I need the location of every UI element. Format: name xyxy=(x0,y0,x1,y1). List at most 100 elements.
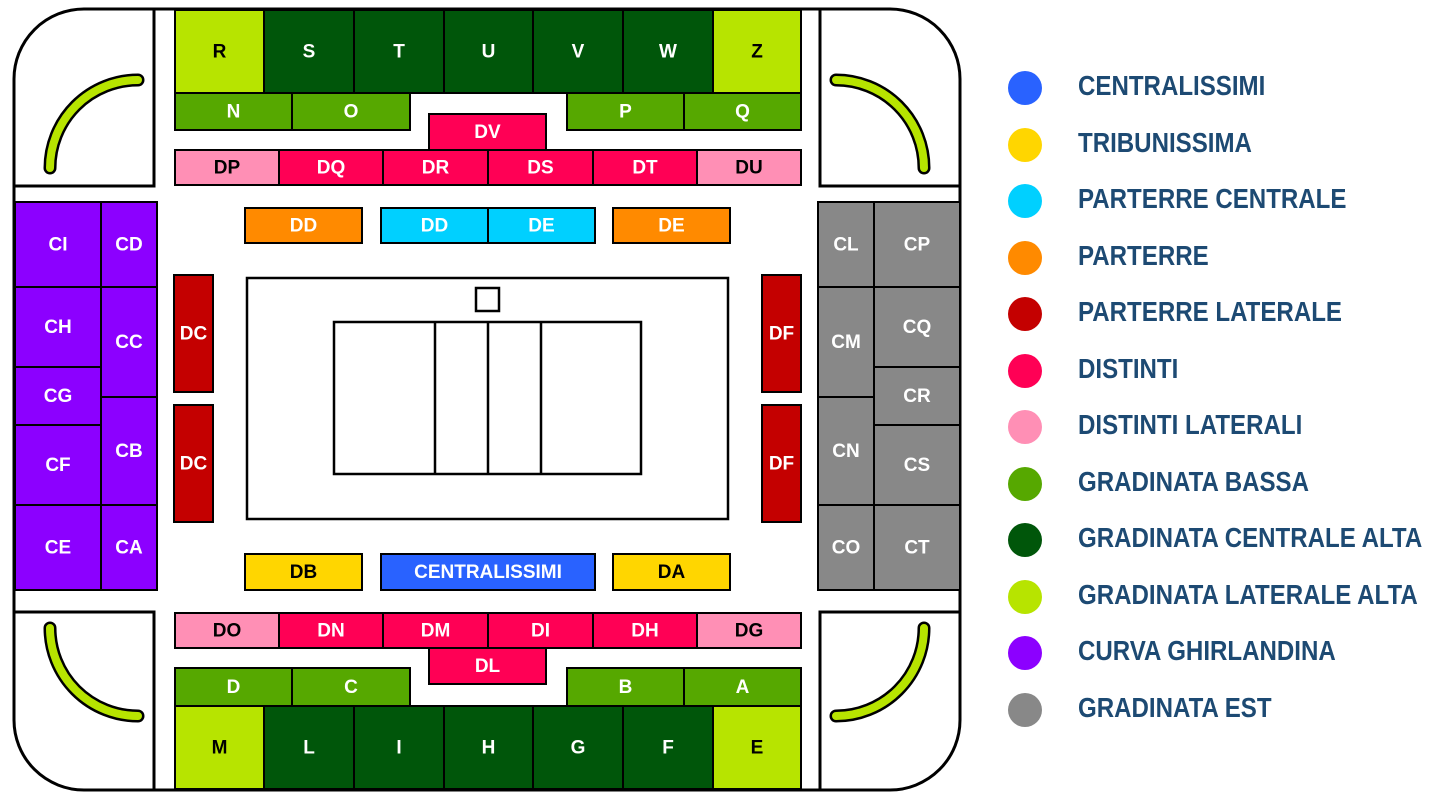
section-g[interactable]: G xyxy=(532,705,624,790)
section-dl[interactable]: DL xyxy=(428,647,547,685)
section-block[interactable] xyxy=(353,705,445,790)
section-e[interactable]: E xyxy=(712,705,802,790)
section-cl[interactable]: CL xyxy=(817,201,875,288)
section-dq[interactable]: DQ xyxy=(278,149,384,186)
section-block[interactable] xyxy=(712,9,802,94)
section-block[interactable] xyxy=(14,286,102,368)
section-cf[interactable]: CF xyxy=(14,424,102,506)
section-block[interactable] xyxy=(873,424,961,506)
section-dg[interactable]: DG xyxy=(696,612,802,649)
section-block[interactable] xyxy=(683,92,802,131)
section-block[interactable] xyxy=(291,92,411,131)
section-c[interactable]: C xyxy=(291,667,411,707)
section-block[interactable] xyxy=(532,705,624,790)
section-block[interactable] xyxy=(443,705,534,790)
section-cb[interactable]: CB xyxy=(100,396,158,506)
section-block[interactable] xyxy=(291,667,411,707)
section-df[interactable]: DF xyxy=(761,404,802,523)
section-block[interactable] xyxy=(683,667,802,707)
section-de[interactable]: DE xyxy=(487,207,596,244)
section-block[interactable] xyxy=(428,647,547,685)
section-block[interactable] xyxy=(873,201,961,288)
section-block[interactable] xyxy=(380,207,489,244)
section-d[interactable]: D xyxy=(174,667,293,707)
section-cg[interactable]: CG xyxy=(14,366,102,426)
section-cn[interactable]: CN xyxy=(817,396,875,506)
section-block[interactable] xyxy=(380,553,596,591)
section-block[interactable] xyxy=(244,553,363,591)
section-dv[interactable]: DV xyxy=(428,113,547,151)
section-da[interactable]: DA xyxy=(612,553,731,591)
section-block[interactable] xyxy=(817,504,875,591)
section-block[interactable] xyxy=(612,553,731,591)
section-block[interactable] xyxy=(817,396,875,506)
section-cc[interactable]: CC xyxy=(100,286,158,398)
section-co[interactable]: CO xyxy=(817,504,875,591)
section-ca[interactable]: CA xyxy=(100,504,158,591)
section-m[interactable]: M xyxy=(174,705,265,790)
section-cd[interactable]: CD xyxy=(100,201,158,288)
section-do[interactable]: DO xyxy=(174,612,280,649)
section-dt[interactable]: DT xyxy=(592,149,698,186)
section-w[interactable]: W xyxy=(622,9,714,94)
section-z[interactable]: Z xyxy=(712,9,802,94)
section-block[interactable] xyxy=(592,149,698,186)
section-i[interactable]: I xyxy=(353,705,445,790)
section-block[interactable] xyxy=(612,207,731,244)
section-dn[interactable]: DN xyxy=(278,612,384,649)
section-f[interactable]: F xyxy=(622,705,714,790)
section-l[interactable]: L xyxy=(263,705,355,790)
section-ci[interactable]: CI xyxy=(14,201,102,288)
section-block[interactable] xyxy=(263,9,355,94)
section-block[interactable] xyxy=(14,201,102,288)
section-block[interactable] xyxy=(761,274,802,393)
section-dc[interactable]: DC xyxy=(173,404,214,523)
section-block[interactable] xyxy=(173,274,214,393)
section-a[interactable]: A xyxy=(683,667,802,707)
section-q[interactable]: Q xyxy=(683,92,802,131)
section-block[interactable] xyxy=(761,404,802,523)
section-di[interactable]: DI xyxy=(487,612,594,649)
section-block[interactable] xyxy=(174,612,280,649)
section-block[interactable] xyxy=(382,149,489,186)
section-dh[interactable]: DH xyxy=(592,612,698,649)
section-block[interactable] xyxy=(14,424,102,506)
section-b[interactable]: B xyxy=(566,667,685,707)
section-cr[interactable]: CR xyxy=(873,366,961,426)
section-block[interactable] xyxy=(566,667,685,707)
section-cp[interactable]: CP xyxy=(873,201,961,288)
section-df[interactable]: DF xyxy=(761,274,802,393)
section-ce[interactable]: CE xyxy=(14,504,102,591)
section-cm[interactable]: CM xyxy=(817,286,875,398)
section-p[interactable]: P xyxy=(566,92,685,131)
section-cq[interactable]: CQ xyxy=(873,286,961,368)
section-block[interactable] xyxy=(278,149,384,186)
section-dp[interactable]: DP xyxy=(174,149,280,186)
section-block[interactable] xyxy=(278,612,384,649)
section-block[interactable] xyxy=(100,396,158,506)
section-block[interactable] xyxy=(443,9,534,94)
section-block[interactable] xyxy=(173,404,214,523)
section-o[interactable]: O xyxy=(291,92,411,131)
section-de[interactable]: DE xyxy=(612,207,731,244)
section-h[interactable]: H xyxy=(443,705,534,790)
section-block[interactable] xyxy=(100,201,158,288)
section-block[interactable] xyxy=(174,705,265,790)
section-dr[interactable]: DR xyxy=(382,149,489,186)
section-block[interactable] xyxy=(244,207,363,244)
section-n[interactable]: N xyxy=(174,92,293,131)
section-cs[interactable]: CS xyxy=(873,424,961,506)
section-block[interactable] xyxy=(696,149,802,186)
section-db[interactable]: DB xyxy=(244,553,363,591)
section-u[interactable]: U xyxy=(443,9,534,94)
section-ct[interactable]: CT xyxy=(873,504,961,591)
section-du[interactable]: DU xyxy=(696,149,802,186)
section-block[interactable] xyxy=(100,504,158,591)
section-block[interactable] xyxy=(14,504,102,591)
section-dc[interactable]: DC xyxy=(173,274,214,393)
section-block[interactable] xyxy=(696,612,802,649)
section-centralissimi[interactable]: CENTRALISSIMI xyxy=(380,553,596,591)
section-t[interactable]: T xyxy=(353,9,445,94)
section-dd[interactable]: DD xyxy=(244,207,363,244)
section-dm[interactable]: DM xyxy=(382,612,489,649)
